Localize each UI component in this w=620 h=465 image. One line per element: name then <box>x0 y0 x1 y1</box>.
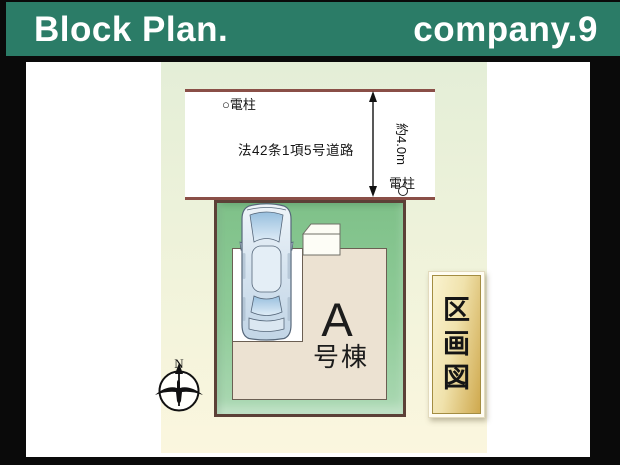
car-illustration <box>239 203 294 341</box>
storage-box-icon <box>301 223 341 256</box>
page-title: Block Plan. <box>34 9 229 49</box>
utility-pole-label-right: 電柱 <box>389 176 416 191</box>
building-name-suffix: 号棟 <box>312 342 369 372</box>
company-name: company.9 <box>413 9 598 49</box>
utility-pole-marker <box>398 186 408 196</box>
road-width-label: 約4.0m <box>394 123 409 165</box>
utility-pole-label-top: ○電柱 <box>222 97 256 112</box>
compass-north-label: N <box>174 356 184 371</box>
banner-char-2: 画 <box>443 329 470 359</box>
banner-char-3: 図 <box>443 363 470 393</box>
lot-area: A 号棟 <box>214 200 406 417</box>
banner-inner: 区 画 図 <box>432 275 481 414</box>
compass-north-icon: N <box>155 356 203 412</box>
road-area: ○電柱 法42条1項5号道路 電柱 <box>185 89 435 200</box>
building-name-letter: A <box>321 293 353 346</box>
banner-kukakuzu: 区 画 図 <box>428 271 485 418</box>
dimension-arrow-icon <box>369 91 377 197</box>
road-name-label: 法42条1項5号道路 <box>238 143 355 158</box>
banner-char-1: 区 <box>443 295 470 325</box>
header-band: Block Plan. company.9 <box>6 2 620 56</box>
